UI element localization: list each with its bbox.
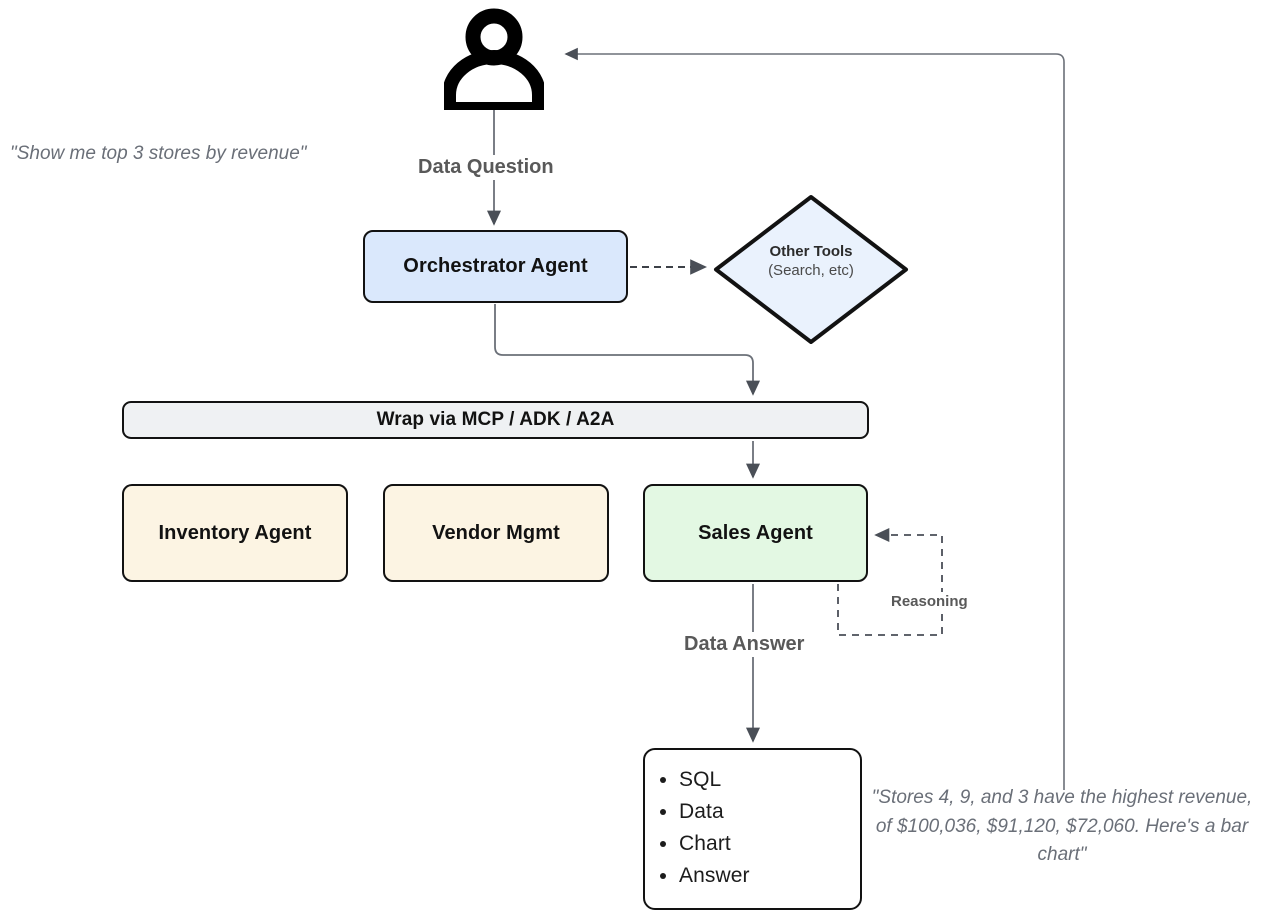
answer-quote: "Stores 4, 9, and 3 have the highest rev… (871, 787, 1253, 865)
edge-label-reasoning: Reasoning (886, 592, 973, 611)
list-item: Chart (679, 828, 860, 860)
node-wrap-via-mcp-adk-a2a[interactable]: Wrap via MCP / ADK / A2A (122, 401, 869, 439)
list-item: Answer (679, 860, 860, 892)
node-vendor-mgmt[interactable]: Vendor Mgmt (383, 484, 609, 582)
node-orchestrator-agent[interactable]: Orchestrator Agent (363, 230, 628, 303)
person-icon (442, 8, 546, 116)
list-item: SQL (679, 764, 860, 796)
edge-label-data-answer: Data Answer (679, 632, 810, 657)
node-output-artifacts[interactable]: SQL Data Chart Answer (643, 748, 862, 910)
node-sales-agent[interactable]: Sales Agent (643, 484, 868, 582)
node-inventory-agent[interactable]: Inventory Agent (122, 484, 348, 582)
edge-label-data-question: Data Question (413, 155, 559, 180)
user-question-quote: "Show me top 3 stores by revenue" (10, 143, 307, 164)
output-artifact-list: SQL Data Chart Answer (645, 750, 860, 892)
node-other-tools[interactable] (711, 192, 911, 347)
list-item: Data (679, 796, 860, 828)
